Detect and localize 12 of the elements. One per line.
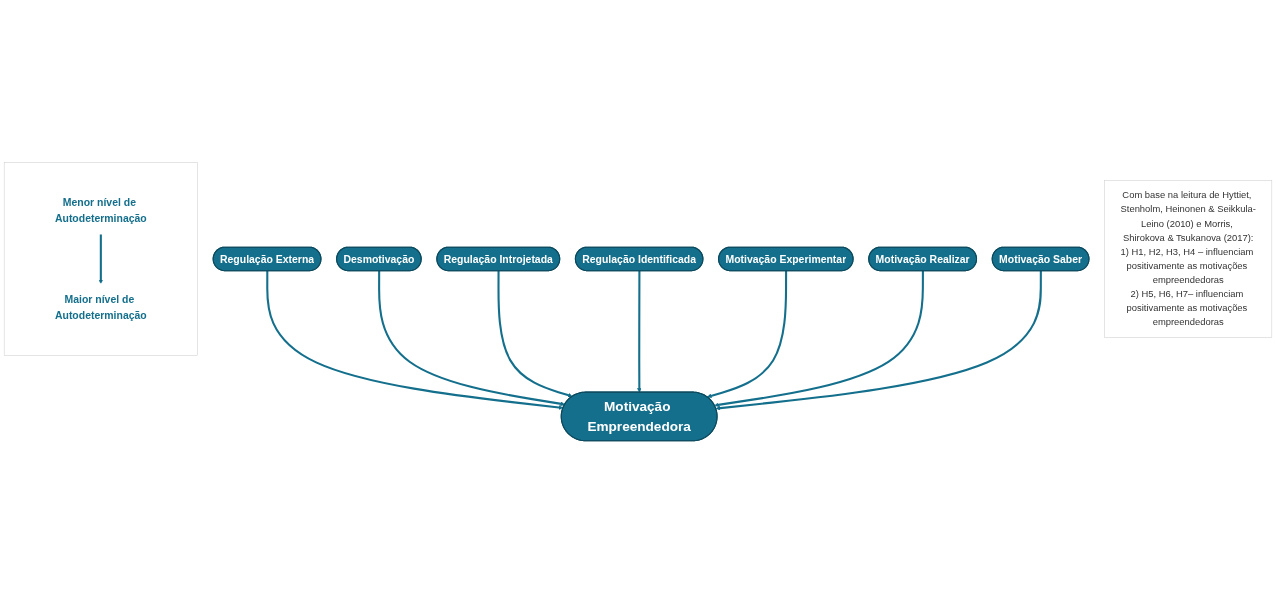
arrow <box>715 270 1042 411</box>
node-text: Menor nível de Autodeterminação <box>54 197 147 225</box>
arrow <box>714 270 924 408</box>
arrow <box>497 270 573 398</box>
node-text: Maior nível de Autodeterminação <box>54 293 147 321</box>
arrow <box>378 270 565 407</box>
arrow <box>637 270 642 393</box>
arrow <box>707 270 788 399</box>
arrow <box>266 270 564 410</box>
node-box: Com base na leitura de Hyttiet, Stenholm, Heinonen & Seikkula-Leino (2010) e Morris, Shirokova & Tsukanova (2017): 1) H1, H2, H3, H4 – influenciam positivamente as motivações empreendedoras 2) H5, H6, H7– influenciam positivamente as motivações empreendedoras <box>1104 180 1273 338</box>
arrow <box>98 234 104 284</box>
cluster <box>3 162 198 356</box>
